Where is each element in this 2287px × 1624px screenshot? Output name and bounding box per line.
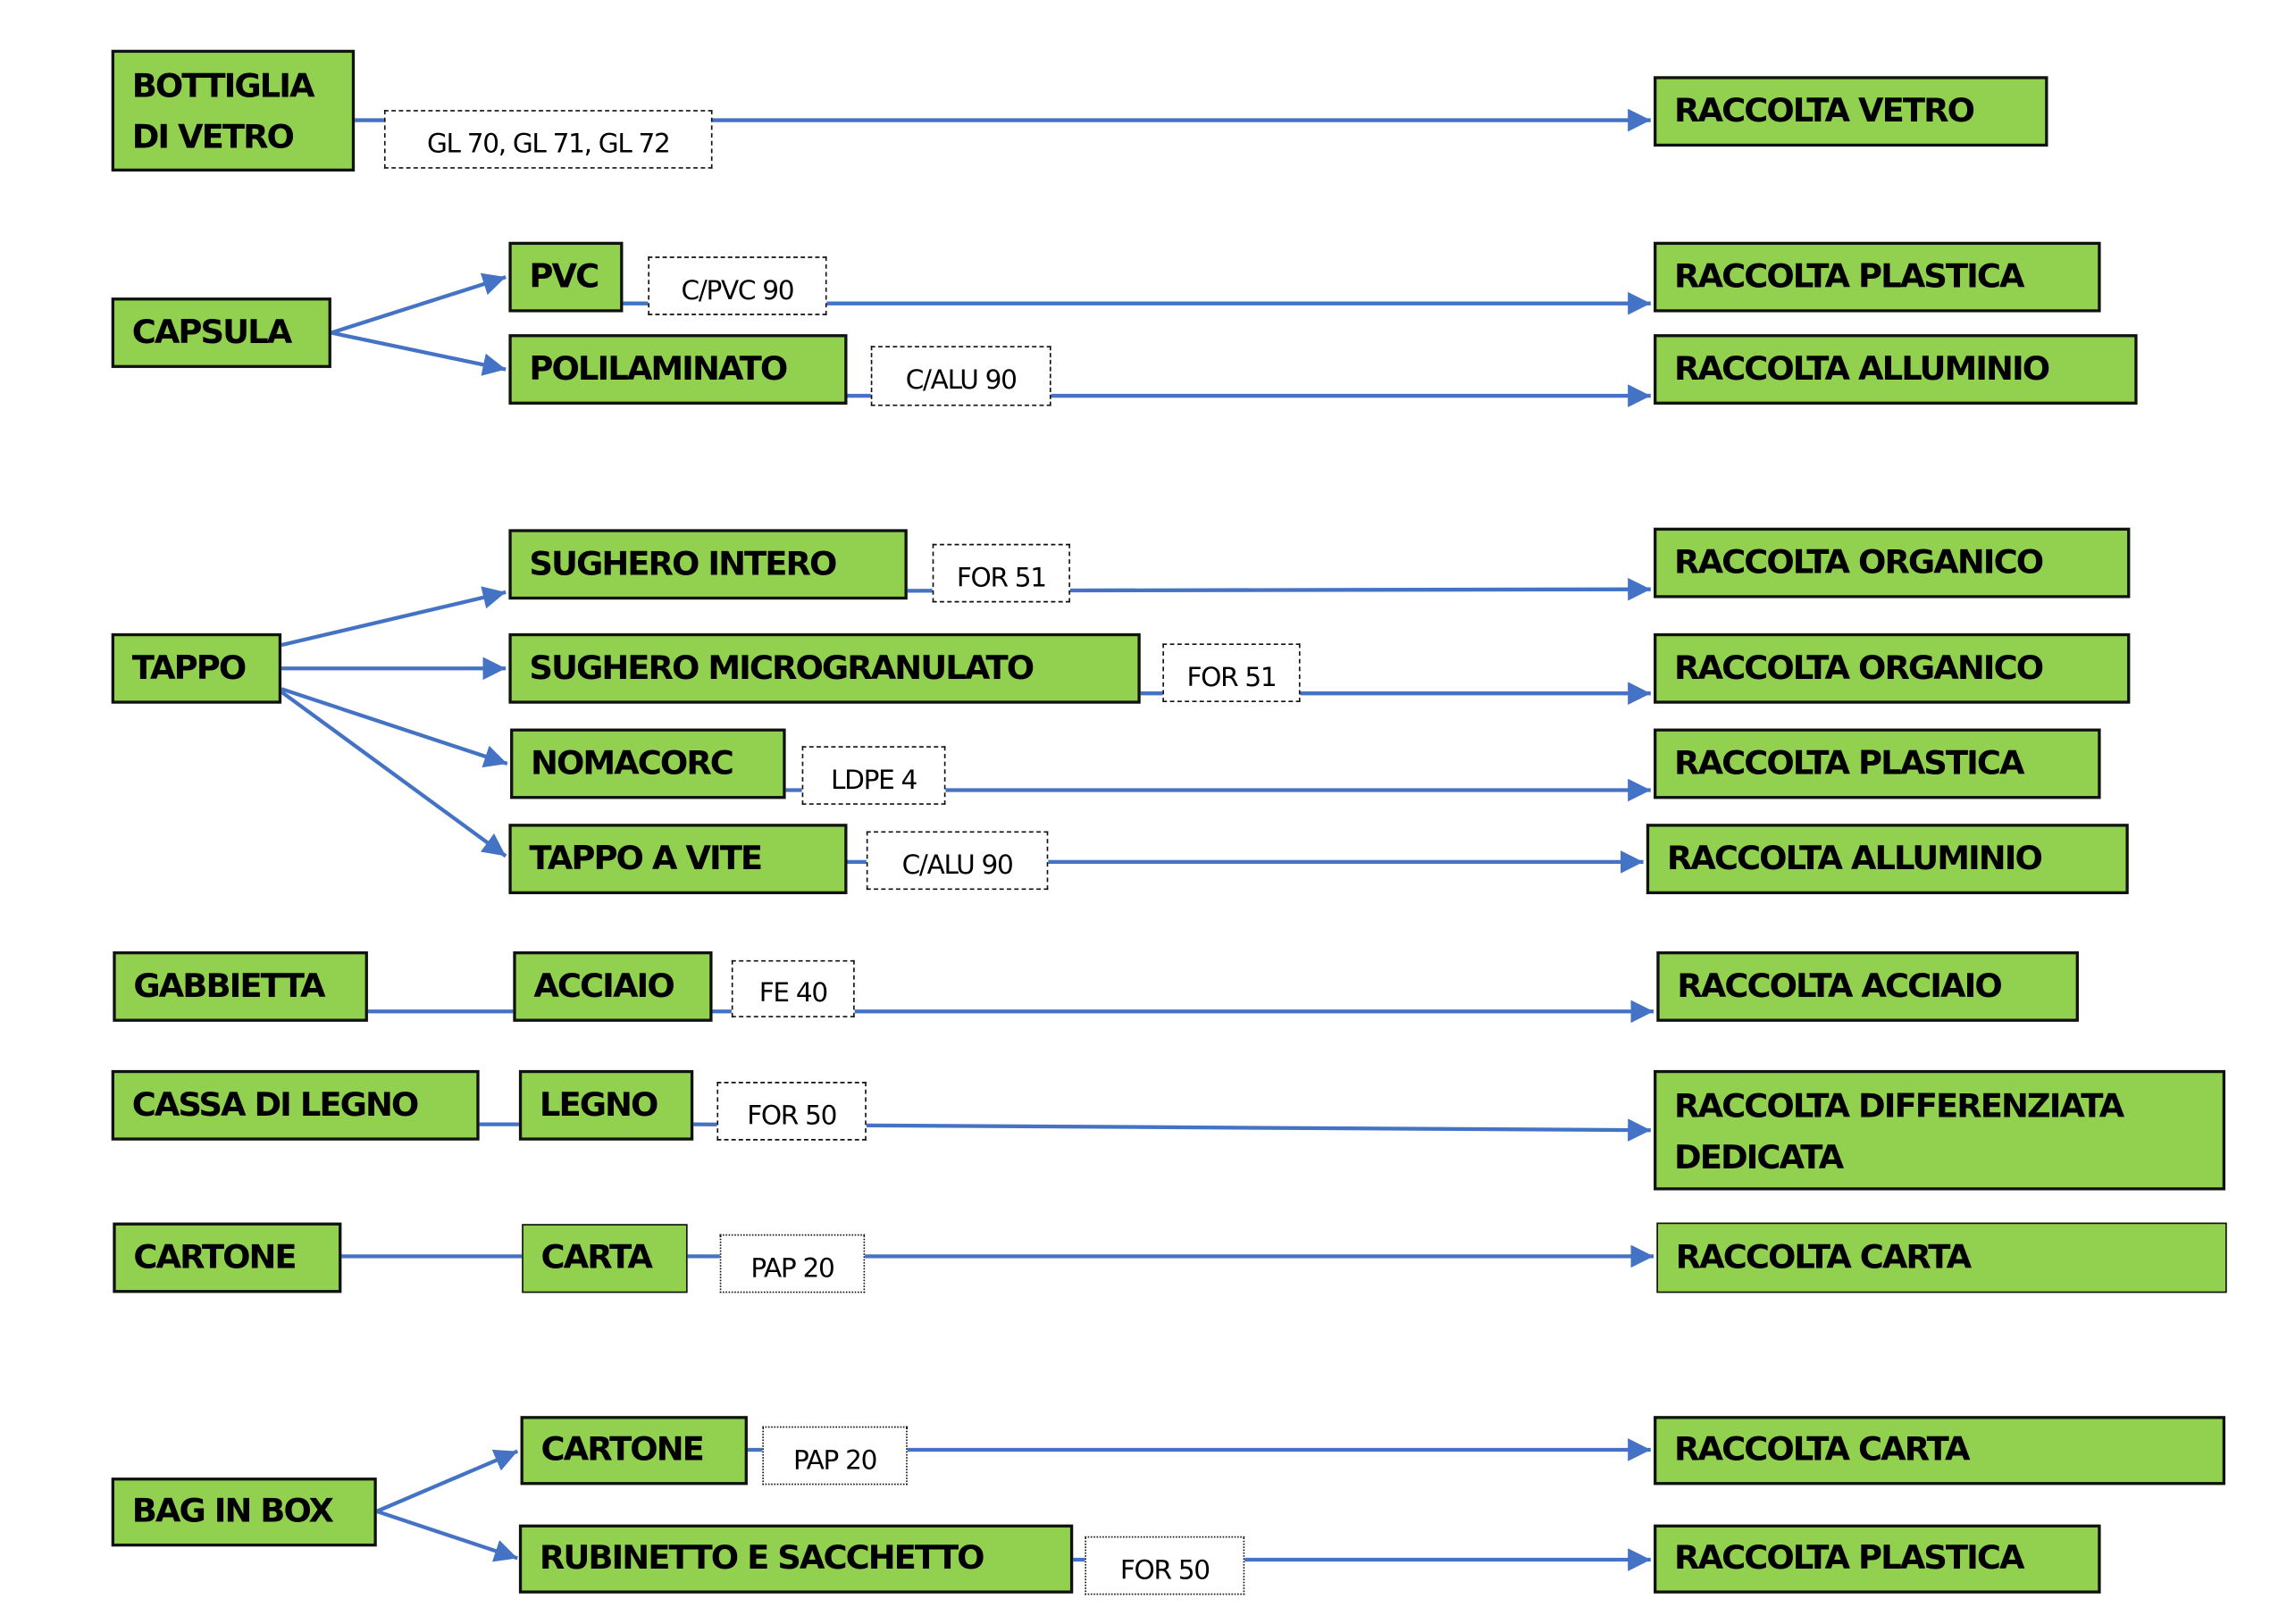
material-box-carta: CARTA: [522, 1224, 688, 1293]
destination-box-raccolta-differenziata-dedicata: RACCOLTA DIFFERENZIATA DEDICATA: [1654, 1069, 2226, 1191]
code-text: GL 70, GL 71, GL 72: [426, 128, 671, 160]
material-box-cartone: CARTONE: [520, 1416, 748, 1486]
code-label-gl: GL 70, GL 71, GL 72: [383, 110, 713, 169]
material-box-sughero-intero: SUGHERO INTERO: [508, 529, 908, 600]
destination-box-raccolta-carta: RACCOLTA CARTA: [1656, 1222, 2227, 1293]
code-label-ldpe-4: LDPE 4: [801, 746, 946, 805]
source-box-gabbietta: GABBIETTA: [113, 951, 368, 1022]
code-text: C/ALU 90: [905, 364, 1018, 397]
material-box-sughero-microgranulato: SUGHERO MICROGRANULATO: [508, 632, 1141, 704]
code-text: FE 40: [758, 977, 828, 1009]
code-text: PAP 20: [793, 1444, 877, 1476]
source-box-tappo: TAPPO: [111, 632, 282, 704]
box-label: LEGNO: [539, 1085, 658, 1124]
connector-arrow: [375, 1449, 519, 1513]
box-label: RACCOLTA PLASTICA: [1674, 1539, 2025, 1578]
code-label-c-alu-90: C/ALU 90: [866, 831, 1049, 891]
code-text: FOR 50: [1119, 1554, 1211, 1586]
box-label: RUBINETTO E SACCHETTO: [539, 1539, 985, 1578]
code-label-fe-40: FE 40: [731, 959, 855, 1017]
material-box-legno: LEGNO: [518, 1069, 694, 1141]
code-text: PAP 20: [750, 1252, 834, 1284]
box-label: RACCOLTA ORGANICO: [1674, 542, 2044, 582]
code-label-pap-20: PAP 20: [762, 1426, 908, 1486]
destination-box-raccolta-plastica: RACCOLTA PLASTICA: [1654, 1524, 2101, 1594]
box-label: RACCOLTA CARTA: [1675, 1237, 1973, 1277]
box-label: CARTONE: [133, 1237, 297, 1277]
connector-arrow: [376, 1509, 518, 1562]
source-box-bottiglia-di-vetro: BOTTIGLIA DI VETRO: [111, 49, 356, 172]
code-text: FOR 50: [747, 1100, 837, 1132]
code-label-c-alu-90: C/ALU 90: [870, 346, 1051, 406]
code-text: C/ALU 90: [901, 849, 1014, 881]
source-box-cartone: CARTONE: [113, 1222, 342, 1293]
code-text: FOR 51: [956, 562, 1047, 593]
code-text: FOR 51: [1186, 661, 1277, 693]
destination-box-raccolta-organico: RACCOLTA ORGANICO: [1654, 632, 2131, 704]
destination-box-raccolta-plastica: RACCOLTA PLASTICA: [1654, 728, 2101, 799]
box-label: BOTTIGLIA DI VETRO: [131, 67, 315, 157]
destination-box-raccolta-acciaio: RACCOLTA ACCIAIO: [1656, 951, 2079, 1022]
material-box-polilaminato: POLILAMINATO: [508, 334, 848, 405]
destination-box-raccolta-vetro: RACCOLTA VETRO: [1654, 76, 2048, 147]
code-label-for-51: FOR 51: [932, 543, 1070, 603]
material-box-pvc: PVC: [508, 241, 624, 313]
code-label-for-51: FOR 51: [1162, 643, 1301, 703]
box-label: RACCOLTA PLASTICA: [1674, 743, 2025, 783]
material-box-acciaio: ACCIAIO: [513, 951, 713, 1022]
box-label: RACCOLTA VETRO: [1674, 91, 1975, 130]
source-box-bag-in-box: BAG IN BOX: [111, 1478, 377, 1547]
connector-arrow: [281, 687, 508, 768]
box-label: RACCOLTA DIFFERENZIATA DEDICATA: [1674, 1087, 2124, 1177]
box-label: ACCIAIO: [533, 967, 674, 1005]
box-label: CAPSULA: [131, 313, 293, 352]
connector-arrow: [281, 586, 507, 648]
box-label: GABBIETTA: [133, 967, 325, 1005]
source-box-cassa-di-legno: CASSA DI LEGNO: [111, 1069, 480, 1141]
material-box-tappo-a-vite: TAPPO A VITE: [508, 824, 848, 895]
box-label: SUGHERO INTERO: [529, 544, 837, 583]
box-label: NOMACORC: [531, 743, 734, 783]
source-box-capsula: CAPSULA: [111, 297, 331, 368]
box-label: RACCOLTA PLASTICA: [1674, 256, 2025, 296]
box-label: RACCOLTA ALLUMINIO: [1674, 349, 2050, 389]
box-label: RACCOLTA ORGANICO: [1674, 649, 2044, 687]
box-label: CARTONE: [540, 1430, 705, 1469]
box-label: RACCOLTA ALLUMINIO: [1666, 839, 2043, 878]
box-label: BAG IN BOX: [131, 1492, 334, 1531]
connector-arrow: [331, 272, 507, 335]
destination-box-raccolta-carta: RACCOLTA CARTA: [1654, 1416, 2226, 1486]
box-label: RACCOLTA CARTA: [1674, 1430, 1971, 1469]
destination-box-raccolta-organico: RACCOLTA ORGANICO: [1654, 527, 2131, 599]
connector-arrow: [331, 331, 507, 376]
material-box-rubinetto-e-sacchetto: RUBINETTO E SACCHETTO: [518, 1524, 1074, 1594]
code-label-for-50: FOR 50: [1085, 1536, 1245, 1595]
connector-arrow: [280, 690, 507, 858]
material-box-nomacorc: NOMACORC: [510, 728, 786, 799]
box-label: POLILAMINATO: [529, 349, 788, 389]
box-label: TAPPO: [131, 649, 247, 687]
code-label-c-pvc-90: C/PVC 90: [648, 256, 827, 315]
code-text: C/PVC 90: [681, 274, 795, 306]
code-label-pap-20: PAP 20: [719, 1234, 866, 1293]
box-label: CARTA: [540, 1238, 653, 1277]
destination-box-raccolta-alluminio: RACCOLTA ALLUMINIO: [1646, 824, 2129, 895]
box-label: RACCOLTA ACCIAIO: [1677, 967, 2002, 1005]
box-label: SUGHERO MICROGRANULATO: [529, 649, 1035, 687]
box-label: CASSA DI LEGNO: [131, 1085, 420, 1124]
code-text: LDPE 4: [831, 764, 917, 796]
destination-box-raccolta-plastica: RACCOLTA PLASTICA: [1654, 241, 2101, 313]
code-label-for-50: FOR 50: [716, 1082, 867, 1141]
destination-box-raccolta-alluminio: RACCOLTA ALLUMINIO: [1654, 334, 2138, 405]
box-label: PVC: [529, 256, 599, 296]
box-label: TAPPO A VITE: [529, 839, 763, 878]
